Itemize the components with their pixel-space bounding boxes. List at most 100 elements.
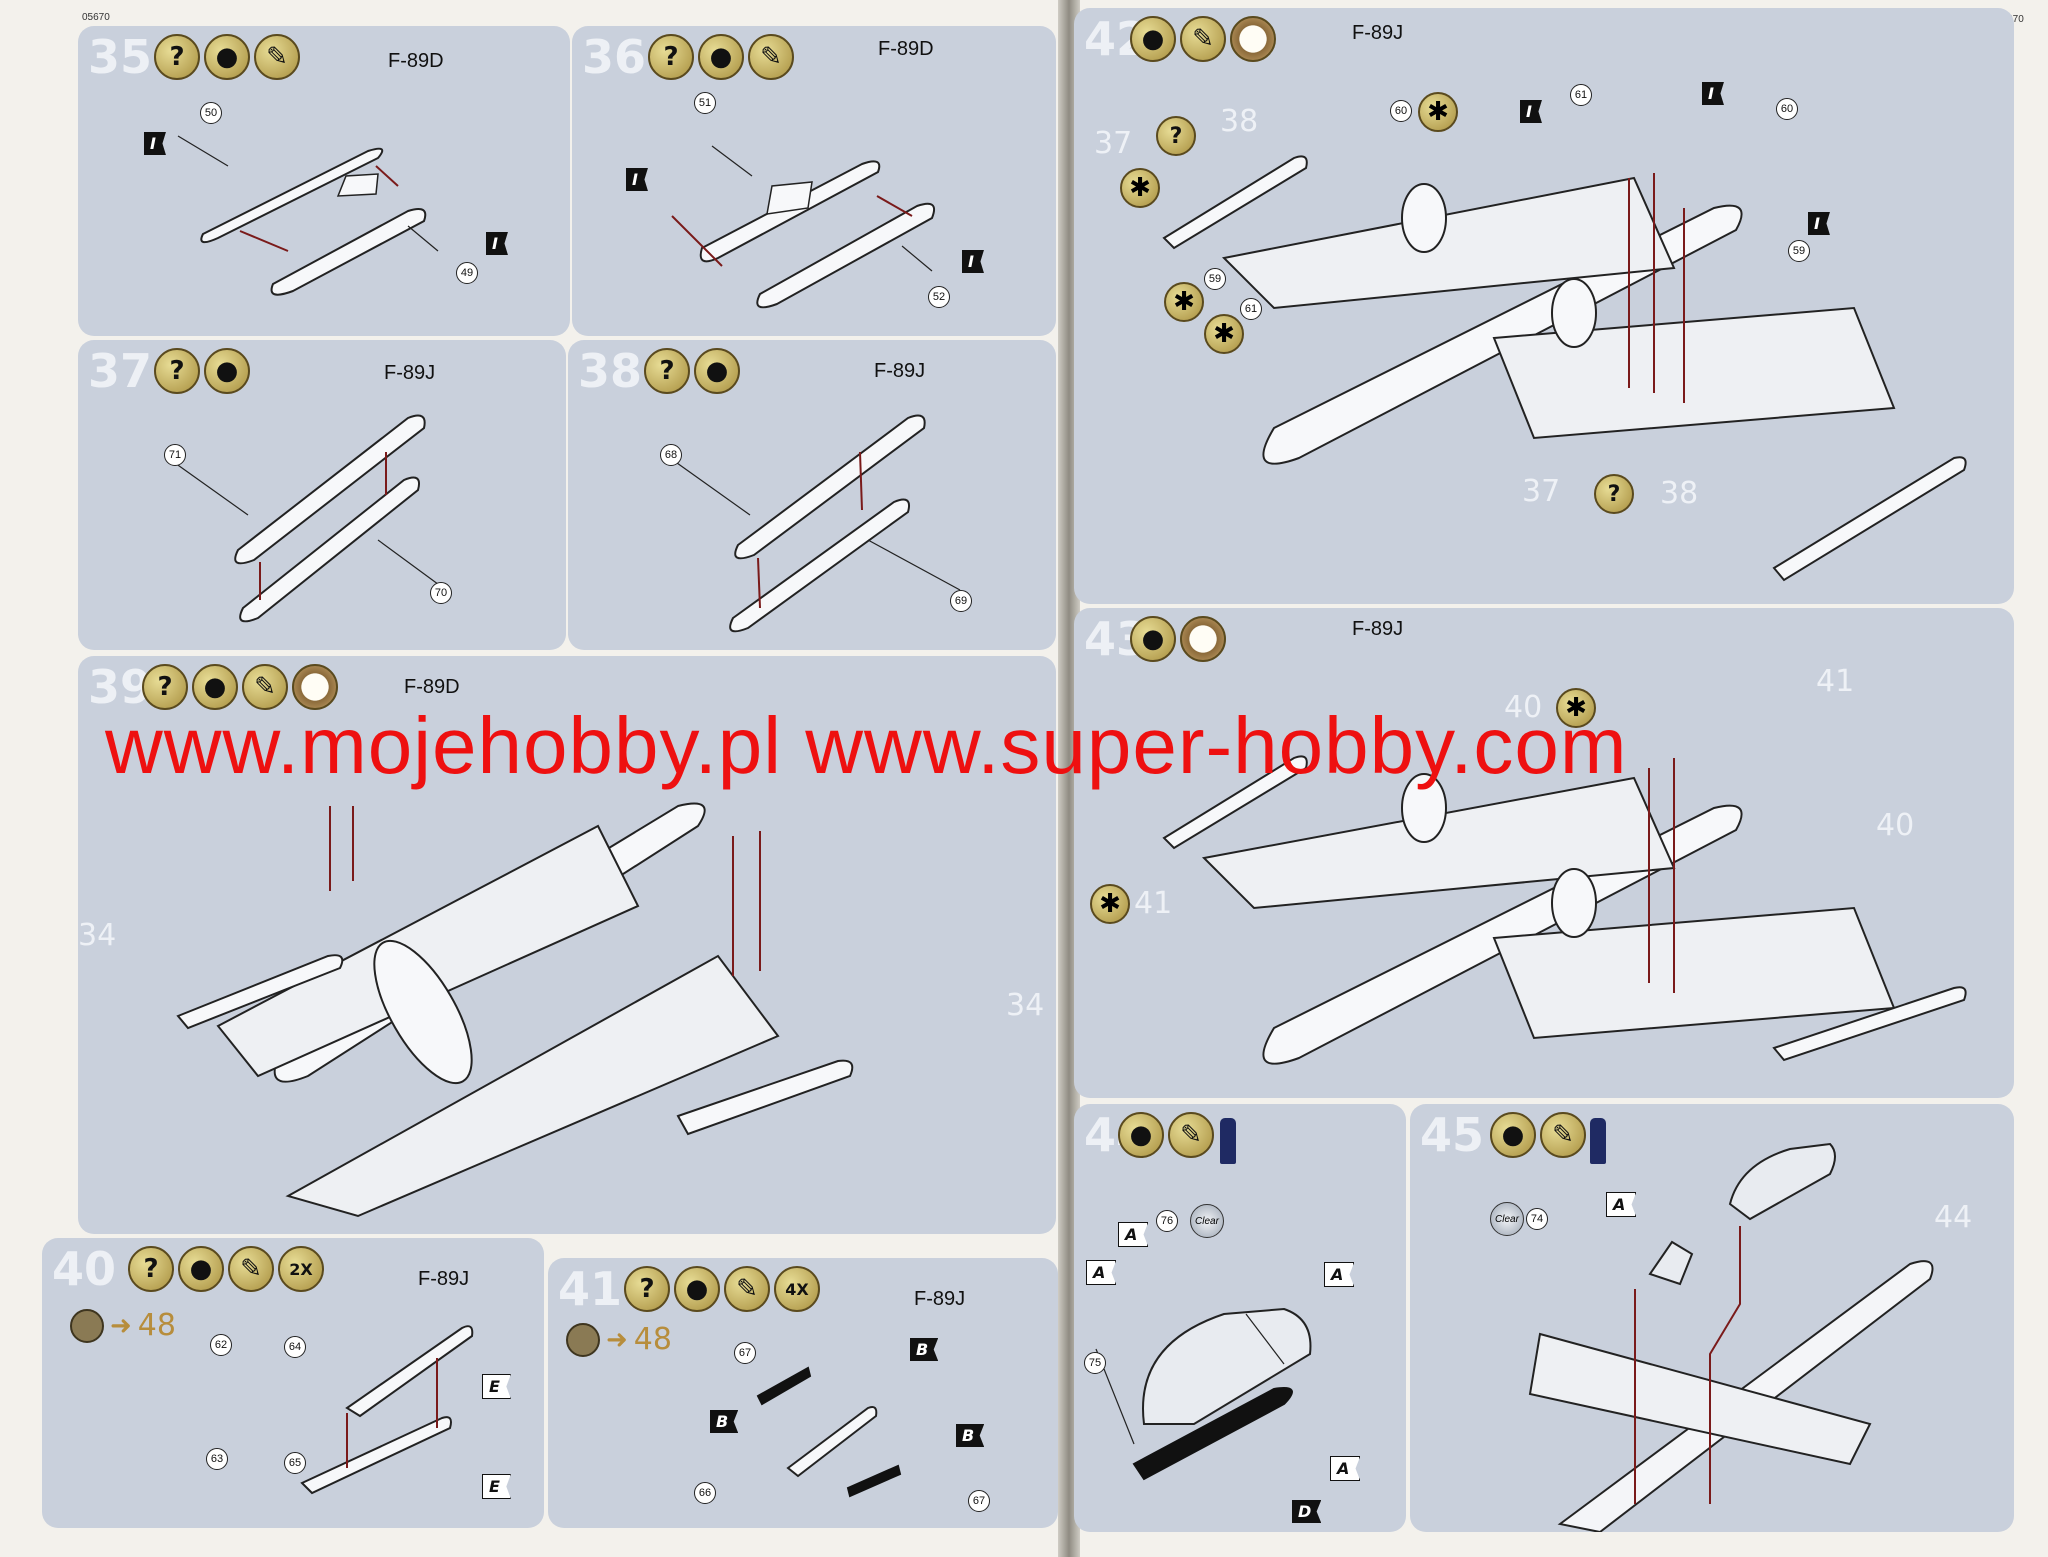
spray-paint-icon xyxy=(1590,1118,1606,1164)
glue-icon: ● xyxy=(192,664,238,710)
part-50: 50 xyxy=(200,102,222,124)
help-icon: ? xyxy=(154,348,200,394)
step-icons: ? ● ✎ xyxy=(154,34,300,80)
clear-paint-icon: Clear xyxy=(1190,1204,1224,1238)
document-code-left: 05670 xyxy=(82,12,110,23)
help-icon: ? xyxy=(1156,116,1196,156)
arrow-right-icon: ➜ xyxy=(606,1324,628,1355)
paint-brush-icon: ✎ xyxy=(748,34,794,80)
part-69: 69 xyxy=(950,590,972,612)
step-38-panel: 38 ? ● F-89J 68 69 xyxy=(568,340,1056,650)
glue-icon: ● xyxy=(694,348,740,394)
part-65: 65 xyxy=(284,1452,306,1474)
step-icons: ? ● xyxy=(644,348,740,394)
aircraft-assembly-drawing xyxy=(176,802,854,1218)
paint-brush-icon: ✎ xyxy=(1540,1112,1586,1158)
ref-step-40: 40 xyxy=(1876,808,1915,843)
part-64: 64 xyxy=(284,1336,306,1358)
variant-label: F-89D xyxy=(404,676,460,698)
part-61: 61 xyxy=(1240,298,1262,320)
quantity-icon: 4X xyxy=(774,1266,820,1312)
subassembly-icon xyxy=(566,1322,600,1357)
step-35-panel: 35 ? ● ✎ F-89D 50 49 I I xyxy=(78,26,570,336)
missile-drawing xyxy=(756,1366,902,1498)
step-number: 41 xyxy=(558,1262,623,1316)
step-45-panel: 45 ● ✎ Clear 74 A 44 xyxy=(1410,1104,2014,1532)
help-icon: ? xyxy=(624,1266,670,1312)
glue-spot-icon: ✱ xyxy=(1120,168,1160,208)
ref-step-41: 41 xyxy=(1816,664,1855,699)
step-icons: ● ✎ xyxy=(1130,16,1276,62)
watermark: www.mojehobby.pl www.super-hobby.com xyxy=(105,701,1628,790)
glue-spot-icon: ✱ xyxy=(1418,92,1458,132)
part-59: 59 xyxy=(1204,268,1226,290)
variant-label: F-89J xyxy=(1352,618,1404,640)
part-60: 60 xyxy=(1390,100,1412,122)
paint-brush-icon: ✎ xyxy=(254,34,300,80)
decal-flag: A xyxy=(1118,1222,1149,1247)
part-52: 52 xyxy=(928,286,950,308)
step-icons: ● ✎ xyxy=(1490,1112,1586,1158)
step-40-panel: 40 ? ● ✎ 2X F-89J ➜ 48 62 64 63 65 E E xyxy=(42,1238,544,1528)
decal-flag: I xyxy=(962,250,984,273)
decal-flag: I xyxy=(486,232,508,255)
part-59: 59 xyxy=(1788,240,1810,262)
sequence-note: ➜ 48 xyxy=(70,1308,176,1343)
step-number: 35 xyxy=(88,30,153,84)
step-39-panel: 39 ? ● ✎ F-89D 34 34 xyxy=(78,656,1056,1234)
part-66: 66 xyxy=(694,1482,716,1504)
part-75: 75 xyxy=(1084,1352,1106,1374)
sequence-note: ➜ 48 xyxy=(566,1322,672,1357)
help-icon: ? xyxy=(154,34,200,80)
step-number: 39 xyxy=(88,660,153,714)
step-43-panel: 43 ● F-89J 40 ✱ 41 40 ✱ 41 xyxy=(1074,608,2014,1098)
spray-paint-icon xyxy=(1220,1118,1236,1164)
step-37-panel: 37 ? ● F-89J 71 70 xyxy=(78,340,566,650)
variant-label: F-89D xyxy=(878,38,934,60)
step-44-panel: 44 ● ✎ 76 Clear 75 A A A A D xyxy=(1074,1104,1406,1532)
arrow-right-icon: ➜ xyxy=(110,1310,132,1341)
step-icons: ? ● ✎ 4X xyxy=(624,1266,820,1312)
step-number: 36 xyxy=(582,30,647,84)
ref-step-34: 34 xyxy=(78,918,117,953)
paint-brush-icon: ✎ xyxy=(242,664,288,710)
part-51: 51 xyxy=(694,92,716,114)
aircraft-assembly-drawing xyxy=(1162,155,1967,582)
paint-brush-icon: ✎ xyxy=(1180,16,1226,62)
help-icon: ? xyxy=(648,34,694,80)
part-70: 70 xyxy=(430,582,452,604)
part-67: 67 xyxy=(734,1342,756,1364)
sequence-target: 48 xyxy=(633,1322,672,1357)
glue-icon: ● xyxy=(204,348,250,394)
step-number: 38 xyxy=(578,344,643,398)
glue-spot-icon: ✱ xyxy=(1556,688,1596,728)
step-icons: ? ● xyxy=(154,348,250,394)
glue-icon: ● xyxy=(698,34,744,80)
help-icon: ? xyxy=(128,1246,174,1292)
glue-spot-icon: ✱ xyxy=(1164,282,1204,322)
ref-step-38: 38 xyxy=(1220,104,1259,139)
canopy-drawing xyxy=(1095,1307,1312,1481)
glue-spot-icon: ✱ xyxy=(1090,884,1130,924)
part-62: 62 xyxy=(210,1334,232,1356)
step-number: 37 xyxy=(88,344,153,398)
step-number: 45 xyxy=(1420,1108,1485,1162)
part-61: 61 xyxy=(1570,84,1592,106)
clear-paint-icon: Clear xyxy=(1490,1202,1524,1236)
subassembly-icon xyxy=(70,1308,104,1343)
drop-tank-drawing xyxy=(177,135,439,296)
step-number: 40 xyxy=(52,1242,117,1296)
decal-flag: I xyxy=(144,132,166,155)
glue-spot-icon: ✱ xyxy=(1204,314,1244,354)
ref-step-37: 37 xyxy=(1094,126,1133,161)
step-36-panel: 36 ? ● ✎ F-89D 51 52 I I xyxy=(572,26,1056,336)
decal-flag: E xyxy=(482,1474,511,1499)
glue-icon: ● xyxy=(674,1266,720,1312)
step-41-panel: 41 ? ● ✎ 4X F-89J ➜ 48 67 66 67 B B B xyxy=(548,1258,1058,1528)
decal-flag: I xyxy=(626,168,648,191)
step-icons: ? ● ✎ xyxy=(648,34,794,80)
glue-icon: ● xyxy=(1490,1112,1536,1158)
glue-icon: ● xyxy=(204,34,250,80)
clock-icon xyxy=(1180,616,1226,662)
sequence-target: 48 xyxy=(137,1308,176,1343)
